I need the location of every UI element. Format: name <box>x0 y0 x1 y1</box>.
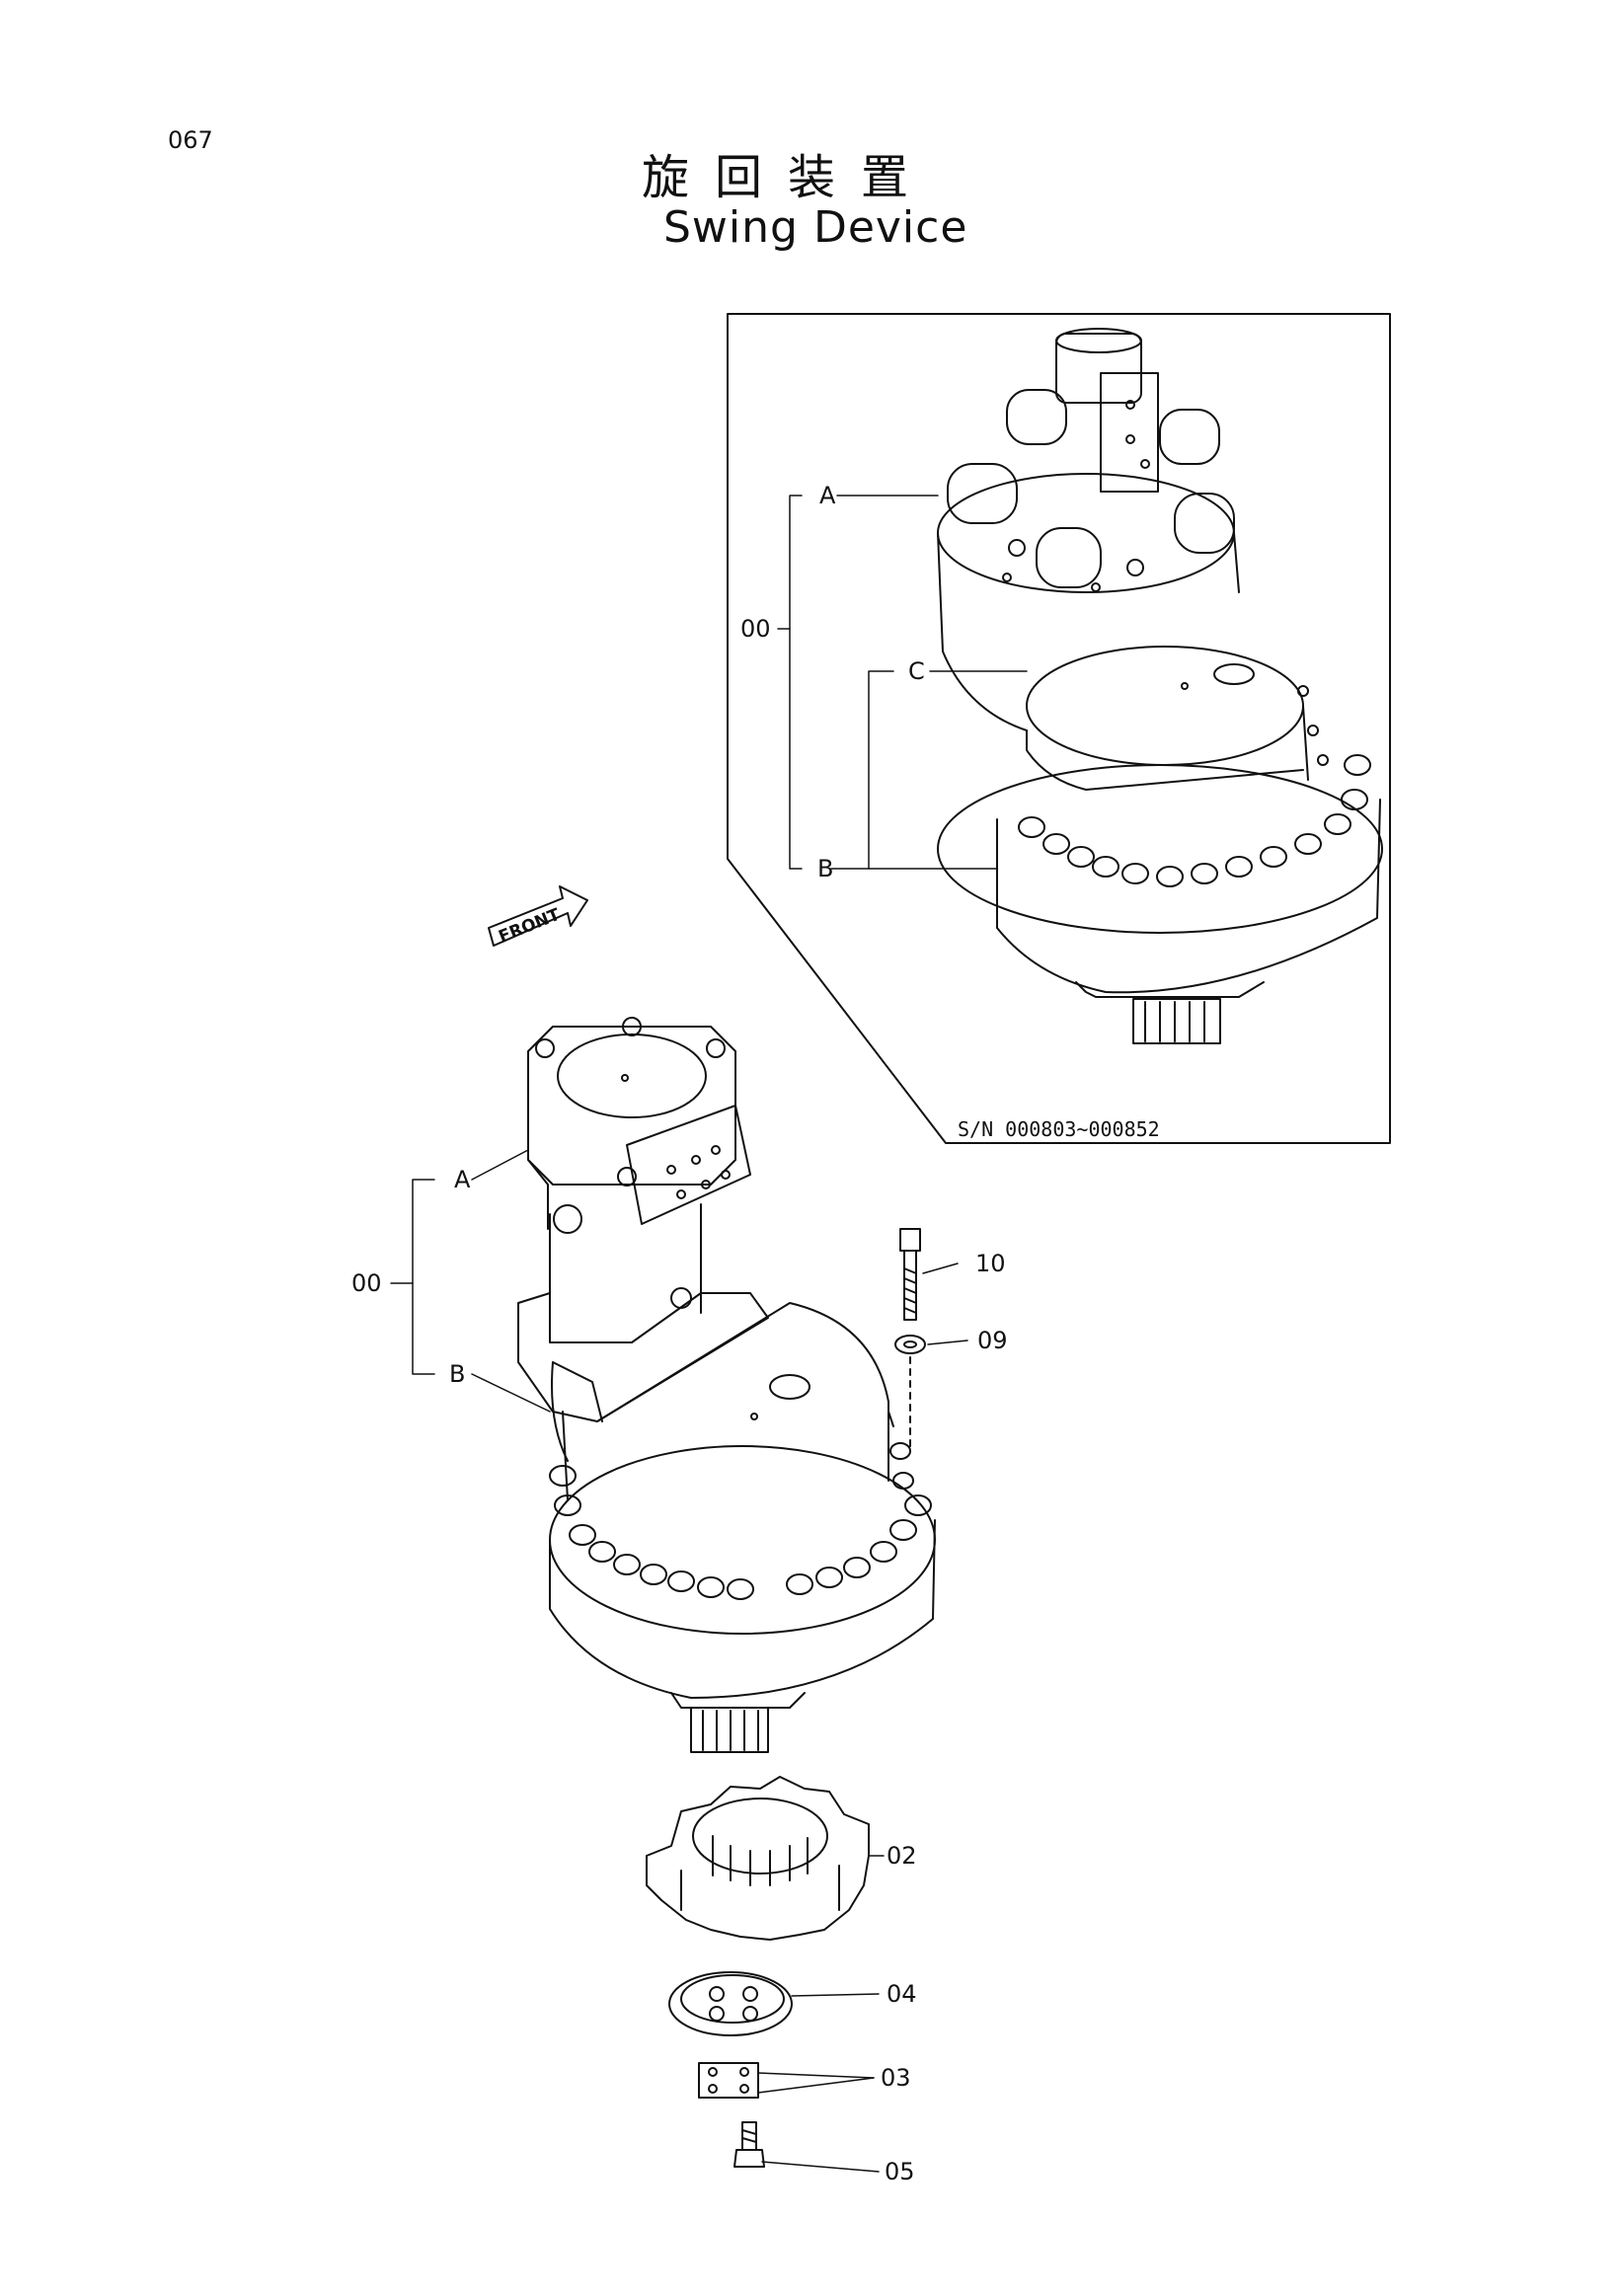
inset-callout-leaders <box>777 495 1028 870</box>
inset-frame <box>727 313 1391 1144</box>
washer-09-drawing <box>894 1335 926 1452</box>
callout-lock-plate: 03 <box>881 2064 911 2092</box>
inset-callout-a: A <box>819 482 836 509</box>
callout-pinion: 02 <box>887 1842 917 1870</box>
pinion-02-drawing <box>646 1776 870 1941</box>
screw-05-drawing <box>733 2121 765 2168</box>
page-title-english: Swing Device <box>663 202 968 253</box>
callout-plate: 04 <box>887 1980 917 2008</box>
main-callout-b: B <box>449 1360 465 1388</box>
inset-swing-motor-drawing <box>937 328 1383 1044</box>
inset-callout-b: B <box>817 855 833 882</box>
bolt-10-drawing <box>899 1228 921 1321</box>
plate-04-drawing <box>668 1971 793 2036</box>
main-callout-a: A <box>454 1166 471 1193</box>
callout-screw: 05 <box>885 2158 915 2185</box>
page-number: 067 <box>168 126 213 154</box>
main-callout-leaders <box>390 1149 968 2173</box>
callout-bolt: 10 <box>975 1250 1006 1277</box>
front-arrow <box>488 885 588 947</box>
serial-range: S/N 000803~000852 <box>958 1117 1160 1141</box>
page-title-japanese: 旋回装置 <box>642 150 935 205</box>
main-swing-motor-drawing <box>517 1017 936 1753</box>
lock-plate-03-drawing <box>698 2062 759 2099</box>
main-callout-assembly: 00 <box>351 1269 382 1297</box>
callout-washer: 09 <box>977 1327 1008 1354</box>
inset-callout-assembly: 00 <box>740 615 771 643</box>
inset-callout-c: C <box>908 657 925 685</box>
